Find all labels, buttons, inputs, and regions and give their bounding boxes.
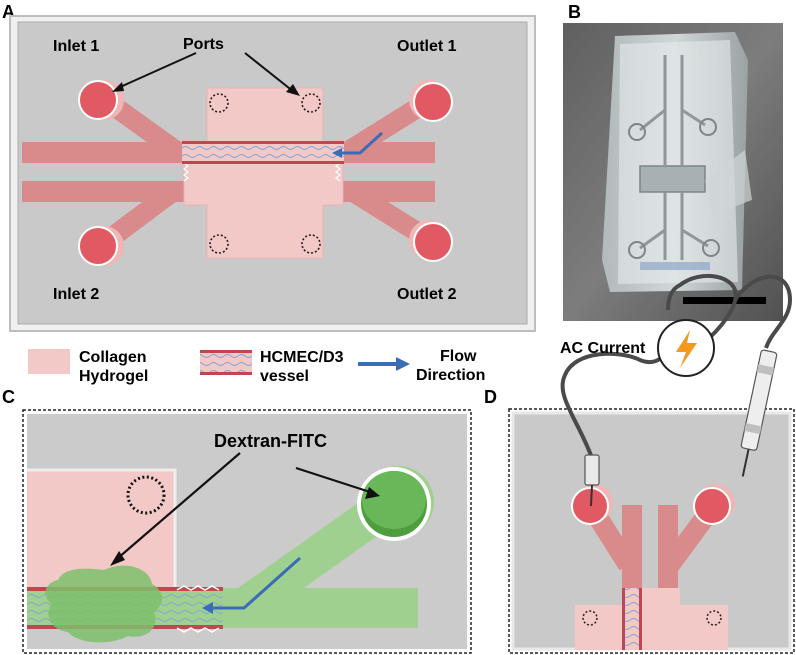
gel-port-icon — [301, 234, 321, 254]
channel-left-bottom — [22, 181, 185, 202]
ports-arrow-left — [117, 52, 197, 89]
dextran-arrowhead-right — [365, 487, 380, 499]
hydrogel-d — [575, 588, 728, 650]
wire-top — [666, 273, 738, 347]
gel-port-zoom-icon — [126, 475, 166, 515]
legend-flow-arrowhead — [396, 357, 410, 371]
ports-arrowhead-left — [112, 82, 124, 92]
flow-arrowhead-c — [202, 602, 213, 614]
port-inlet2 — [78, 226, 124, 266]
channel-right-top — [340, 142, 435, 163]
panel-b-letter: B — [568, 2, 581, 22]
legend: Collagen Hydrogel HCMEC/D3 vessel Flow D… — [28, 348, 485, 385]
ports-arrowhead-right — [286, 84, 300, 96]
fitc-leak-blob — [45, 565, 163, 643]
panel-d: D — [484, 273, 795, 654]
gel-port-icon — [301, 93, 321, 113]
hydrogel-zoom — [27, 470, 175, 590]
port-inlet1 — [78, 80, 124, 120]
vessel-wall-top — [182, 141, 344, 144]
channel-d-left-vert — [622, 505, 642, 600]
gel-port-d-icon — [582, 610, 598, 626]
dextran-arrow-left — [117, 452, 241, 559]
hydrogel-chamber — [183, 87, 344, 259]
vessel-d-cells — [622, 588, 642, 650]
pdms-device — [602, 32, 752, 292]
vessel-d-wall-left — [622, 588, 625, 650]
vessel-d-wall-right — [639, 588, 642, 650]
hydrogel-zoom-edge — [27, 468, 177, 590]
channel-d-right-vert — [658, 505, 678, 600]
label-inlet2: Inlet 2 — [53, 286, 99, 303]
dextran-arrow-right — [295, 466, 371, 494]
legend-vessel-swatch — [200, 350, 252, 375]
legend-vessel-line2: vessel — [260, 368, 309, 385]
legend-collagen-swatch — [28, 349, 70, 374]
gel-port-d-icon — [706, 610, 722, 626]
ports-arrow-right — [244, 52, 295, 93]
pillar-gaps — [183, 162, 341, 182]
legend-flow-line2: Direction — [416, 367, 485, 384]
flow-arrow-a — [338, 131, 384, 155]
port-d-left — [571, 484, 613, 525]
wire-right — [733, 274, 793, 349]
gel-port-icon — [209, 93, 229, 113]
gel-port-icon — [209, 234, 229, 254]
panel-b: B — [563, 2, 783, 321]
legend-collagen-line1: Collagen — [79, 349, 147, 366]
flow-arrow-c — [210, 556, 301, 610]
panel-d-letter: D — [484, 387, 497, 407]
panel-a: A — [2, 2, 536, 332]
label-inlet1: Inlet 1 — [53, 38, 99, 55]
electrode-left — [584, 454, 600, 507]
label-dextran: Dextran-FITC — [214, 431, 327, 451]
label-outlet1: Outlet 1 — [397, 38, 457, 55]
lightning-bolt-icon — [676, 330, 697, 368]
electrode-right — [740, 349, 778, 477]
vessel-cells — [182, 142, 344, 163]
dextran-arrowhead-left — [110, 551, 125, 566]
label-ports: Ports — [183, 36, 224, 53]
label-outlet2: Outlet 2 — [397, 286, 457, 303]
panel-c: C Dextra — [2, 387, 472, 654]
legend-vessel-line1: HCMEC/D3 — [260, 349, 344, 366]
legend-collagen-line2: Hydrogel — [79, 368, 148, 385]
port-outlet1 — [409, 80, 453, 122]
legend-flow-line1: Flow — [440, 348, 477, 365]
fitc-port — [357, 466, 434, 541]
label-ac-current: AC Current — [560, 340, 646, 357]
vessel-wall-bottom — [182, 161, 344, 164]
wire-left — [560, 351, 666, 459]
port-outlet2 — [409, 220, 453, 262]
scale-bar — [683, 297, 766, 304]
channel-right-bottom — [340, 181, 435, 202]
flow-arrowhead-a — [332, 148, 342, 158]
pillar-gaps-zoom — [176, 585, 220, 633]
panel-c-letter: C — [2, 387, 15, 407]
port-d-right — [693, 484, 735, 525]
channel-left-top — [22, 142, 185, 163]
